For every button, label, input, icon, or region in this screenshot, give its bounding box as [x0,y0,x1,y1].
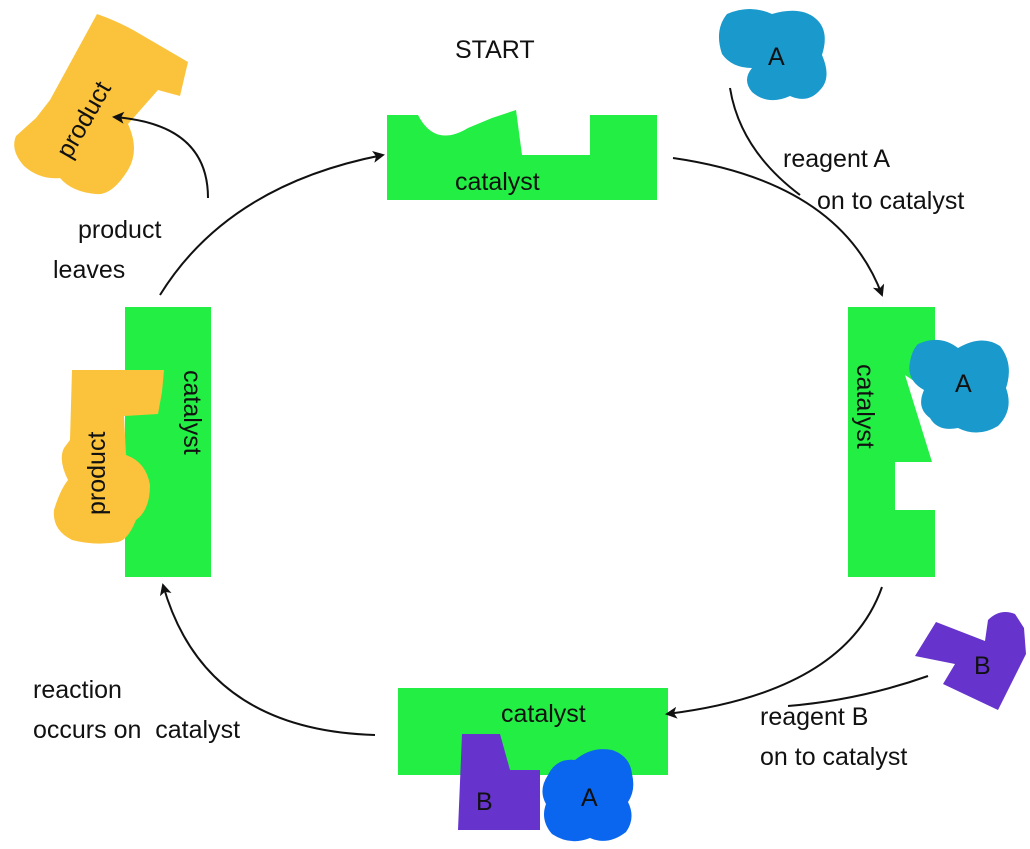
reagent-a-bound-bottom-label: A [581,784,598,812]
arrow-product-out [112,111,209,199]
arrow-right-to-bottom [665,586,883,719]
reagent-a-bound-right-shape [909,339,1009,433]
product-bound-shape [53,370,164,544]
reagent-b-bound: B [458,734,540,830]
catalyst-bottom-label: catalyst [501,700,586,728]
reagent-b-free-label: B [974,652,991,680]
step-reagent-a-line1: reagent A [783,145,890,173]
reagent-b-bound-shape [458,734,540,830]
catalyst-left: catalyst [125,307,211,577]
catalyst-left-label: catalyst [178,370,206,455]
catalyst-right-label: catalyst [851,364,879,449]
step-reagent-b-line1: reagent B [760,703,868,731]
step-reaction-line1: reaction [33,676,122,704]
reagent-a-bound-bottom: A [542,749,634,842]
reagent-a-bound-bottom-shape [542,749,634,842]
reagent-a-bound-right: A [909,339,1009,433]
catalyst-top: catalyst [387,110,657,200]
reagent-b-free: B [915,612,1026,710]
arrow-start-to-right [672,157,885,297]
step-product-leaves-line2: leaves [53,256,125,284]
arrow-to-start [159,151,385,296]
step-reagent-b-line2: on to catalyst [760,743,907,771]
product-bound: product [53,370,164,544]
catalyst-top-shape [387,110,657,200]
step-reaction-line2: occurs on catalyst [33,716,240,744]
arrow-reagent-a-in [729,87,801,196]
arrow-bottom-to-left [159,583,376,736]
start-label: START [455,36,535,64]
reagent-b-bound-label: B [476,788,493,816]
reagent-a-free-label: A [768,43,785,71]
step-product-leaves-line1: product [78,216,161,244]
product-bound-label: product [83,432,111,515]
reagent-a-bound-right-label: A [955,370,972,398]
arrow-reagent-b-in [787,675,929,707]
product-free-shape [14,14,189,195]
catalyst-top-label: catalyst [455,168,540,196]
reagent-b-free-shape [915,612,1026,710]
product-free: product [14,14,189,195]
reagent-a-free: A [718,9,827,101]
reagent-a-free-shape [718,9,827,101]
step-reagent-a-line2: on to catalyst [817,187,964,215]
